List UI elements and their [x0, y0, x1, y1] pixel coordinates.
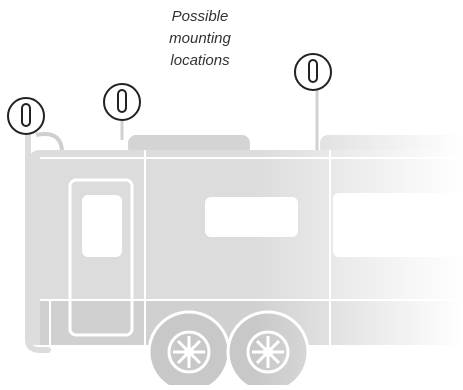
caption-line-3: locations: [140, 50, 260, 72]
antenna-icon-mid-roof: [295, 54, 331, 90]
caption-line-2: mounting: [140, 28, 260, 50]
mounting-caption: Possible mounting locations: [140, 6, 260, 72]
fade-overlay: [0, 120, 463, 385]
caption-line-1: Possible: [140, 6, 260, 28]
antenna-icon-rear-ladder: [8, 98, 44, 134]
antenna-icon-front-roof: [104, 84, 140, 120]
